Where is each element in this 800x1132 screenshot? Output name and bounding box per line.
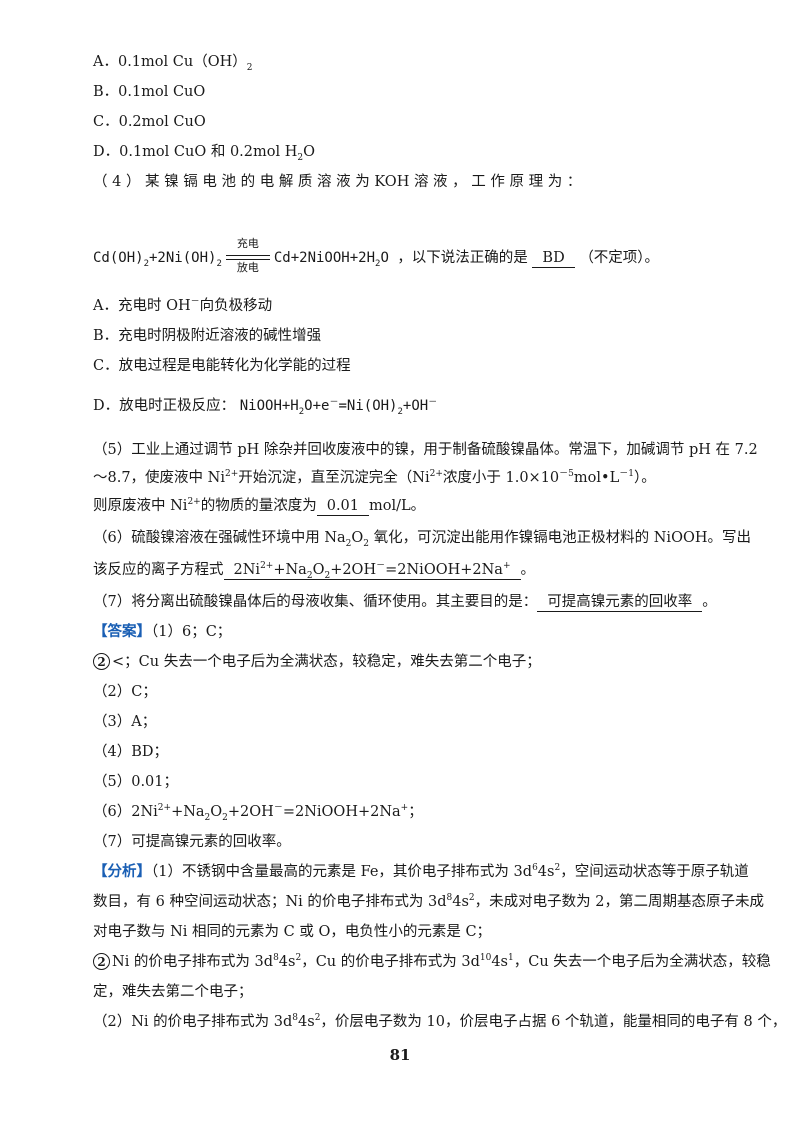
option-q3-b: B．0.1mol CuO [93, 84, 206, 100]
q4-option-c: C．放电过程是电能转化为化学能的过程 [93, 358, 351, 374]
circled-two-icon: 2 [93, 653, 110, 670]
q7-line: （7）将分离出硫酸镍晶体后的母液收集、循环使用。其主要目的是：可提高镍元素的回收… [93, 594, 717, 612]
answer-line-5: （5）0.01； [93, 774, 179, 790]
answer-line-6: （6）2Ni2++Na2O2+2OH－=2NiOOH+2Na+； [93, 803, 423, 823]
q4-option-d: D．放电时正极反应： NiOOH+H2O+e－=Ni(OH)2+OH－ [93, 397, 438, 417]
answer-line-1b: 2<；Cu 失去一个电子后为全满状态，较稳定，难失去第二个电子； [93, 652, 541, 672]
answer-line-2: （2）C； [93, 684, 157, 700]
q5-answer-blank: 0.01 [316, 498, 370, 516]
analysis-line-1: 【分析】（1）不锈钢中含量最高的元素是 Fe，其价电子排布式为 3d64s2，空… [93, 863, 749, 880]
q7-answer-blank: 可提高镍元素的回收率 [537, 594, 703, 612]
option-q3-c: C．0.2mol CuO [93, 114, 206, 130]
analysis-line-6: （2）Ni 的价电子排布式为 3d84s2，价层电子数为 10，价层电子占据 6… [93, 1013, 787, 1030]
answer-line-7: （7）可提高镍元素的回收率。 [93, 834, 291, 850]
answer-line-1: 【答案】（1）6；C； [93, 623, 232, 640]
q5-line-2: ～8.7，使废液中 Ni2+开始沉淀，直至沉淀完全（Ni2+浓度小于 1.0×1… [93, 469, 656, 486]
answer-line-3: （3）A； [93, 714, 157, 730]
option-q3-d: D．0.1mol CuO 和 0.2mol H2O [93, 144, 316, 163]
answer-label: 【答案】 [93, 623, 151, 640]
q4-option-a: A．充电时 OH－向负极移动 [93, 297, 273, 314]
q4-answer-blank: BD [532, 250, 575, 268]
analysis-line-2: 数目，有 6 种空间运动状态；Ni 的价电子排布式为 3d84s2，未成对电子数… [93, 893, 764, 910]
q6-answer-blank: 2Ni2++Na2O2+2OH－=2NiOOH+2Na+ [223, 562, 521, 580]
answer-line-4: （4）BD； [93, 744, 169, 760]
option-q3-a: A．0.1mol Cu（OH）2 [93, 54, 253, 73]
q6-line-1: （6）硫酸镍溶液在强碱性环境中用 Na2O2 氧化，可沉淀出能用作镍镉电池正极材… [93, 530, 751, 549]
circled-two-icon: 2 [93, 953, 110, 970]
q5-line-1: （5）工业上通过调节 pH 除杂并回收废液中的镍，用于制备硫酸镍晶体。常温下，加… [93, 442, 758, 458]
q4-option-b: B．充电时阴极附近溶液的碱性增强 [93, 328, 322, 344]
positive-electrode-equation: NiOOH+H2O+e－=Ni(OH)2+OH－ [239, 397, 438, 417]
analysis-line-3: 对电子数与 Ni 相同的元素为 C 或 O，电负性小的元素是 C； [93, 924, 492, 940]
analysis-line-5: 定，难失去第二个电子； [93, 984, 253, 1000]
analysis-label: 【分析】 [93, 863, 151, 880]
page-number: 81 [389, 1046, 411, 1064]
q4-intro: （ 4 ） 某 镍 镉 电 池 的 电 解 质 溶 液 为 KOH 溶 液 ， … [93, 174, 582, 190]
reversible-arrow-icon: 充电放电 [224, 238, 272, 274]
